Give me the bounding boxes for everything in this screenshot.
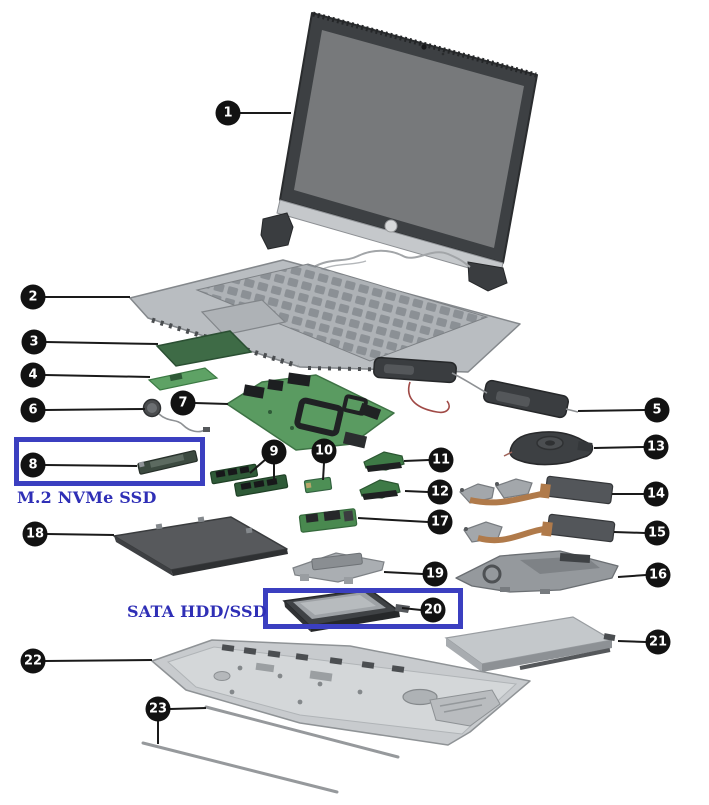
callout-3: 3: [21, 329, 47, 355]
callout-2: 2: [20, 284, 46, 310]
hinge-left: [260, 212, 294, 250]
touchpad-area: [200, 299, 287, 336]
speakers: [373, 356, 579, 419]
rubber-feet-strips: [141, 705, 400, 794]
touchpad-board: [147, 367, 219, 391]
cpu-socket: [294, 397, 344, 437]
leader-line-5: [577, 409, 646, 412]
speaker-wire: [407, 381, 450, 414]
callout-6: 6: [20, 397, 46, 423]
callout-5: 5: [644, 397, 670, 423]
keyboard-keys: [195, 263, 489, 362]
m2-ssd: [137, 450, 198, 475]
m2-ssd-label: M.2 NVMe SSD: [17, 488, 157, 507]
leader-line-4: [44, 374, 151, 378]
part-17-board: [298, 508, 358, 533]
callout-23: 23: [145, 696, 171, 722]
touchpad-module: [155, 330, 253, 367]
sata-hdd-label: SATA HDD/SSD: [127, 602, 267, 621]
leader-line-16: [617, 574, 647, 578]
leader-line-17: [357, 517, 429, 523]
leader-line-8: [44, 464, 138, 467]
callout-17: 17: [427, 509, 453, 535]
fan: [503, 431, 594, 466]
leader-line-13: [593, 446, 645, 449]
battery: [113, 516, 288, 576]
wlan-module: [303, 476, 333, 494]
leader-line-23a: [169, 707, 207, 710]
leader-lines: [44, 112, 647, 744]
leader-line-12: [404, 490, 429, 493]
callout-9: 9: [261, 439, 287, 465]
webcam-icon: [421, 44, 427, 50]
callout-7: 7: [170, 390, 196, 416]
leader-line-21: [617, 640, 647, 643]
optical-drive: [444, 616, 616, 672]
callout-19: 19: [422, 561, 448, 587]
leader-line-9a: [249, 458, 267, 474]
callout-8: 8: [20, 452, 46, 478]
bottom-case: [151, 639, 531, 746]
memory-modules: [209, 463, 289, 497]
sata-hdd-highlight-box: [263, 588, 463, 629]
hp-logo: [384, 219, 398, 233]
callout-18: 18: [22, 521, 48, 547]
callout-11: 11: [428, 447, 454, 473]
display-assembly: [260, 11, 538, 292]
leader-line-22: [44, 659, 153, 662]
callout-14: 14: [643, 481, 669, 507]
heatsink-14: [458, 475, 614, 506]
callout-15: 15: [644, 520, 670, 546]
part-11-board: [363, 451, 405, 472]
callout-22: 22: [20, 648, 46, 674]
callout-16: 16: [645, 562, 671, 588]
leader-line-10: [322, 462, 325, 481]
hinge-right: [467, 261, 508, 292]
bracket-19: [292, 552, 385, 584]
leader-line-11: [403, 459, 430, 462]
heatsink-15: [463, 513, 616, 544]
callout-10: 10: [311, 438, 337, 464]
leader-line-6: [44, 408, 146, 411]
leader-line-7: [194, 402, 229, 405]
rtc-battery: [142, 398, 210, 433]
leader-line-3: [45, 341, 159, 345]
callout-4: 4: [20, 362, 46, 388]
callout-20: 20: [420, 597, 446, 623]
callout-12: 12: [427, 479, 453, 505]
bracket-16: [455, 550, 619, 594]
leader-line-15: [613, 531, 646, 534]
system-board: [226, 372, 395, 451]
leader-line-19: [383, 571, 424, 575]
m2-ssd-highlight-box: [14, 437, 205, 486]
part-12-board: [359, 479, 401, 500]
callout-21: 21: [645, 629, 671, 655]
top-cover-keyboard: [129, 259, 521, 373]
leader-line-18: [46, 533, 115, 536]
callout-13: 13: [643, 434, 669, 460]
leader-line-20: [401, 607, 422, 611]
callout-1: 1: [215, 100, 241, 126]
